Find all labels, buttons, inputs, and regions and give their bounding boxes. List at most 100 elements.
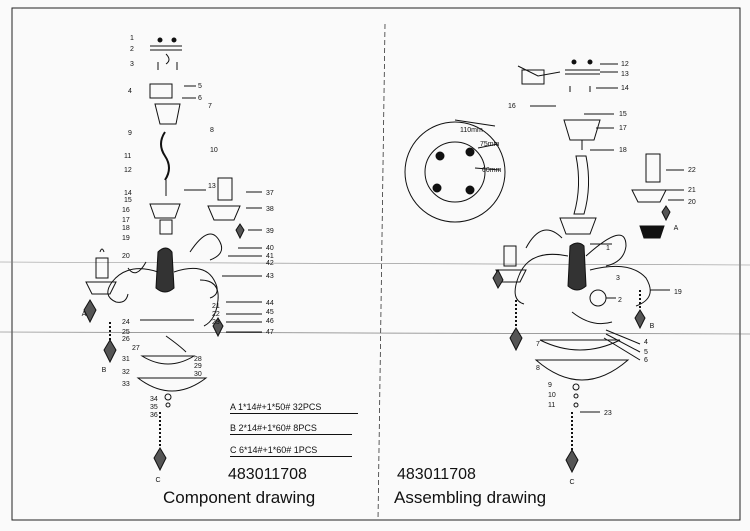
horizontal-fold-line [0, 261, 750, 266]
callout-3: 3 [616, 275, 620, 282]
callout-46: 46 [266, 318, 274, 325]
callout-29: 29 [194, 363, 202, 370]
spec-line-c: C 6*14#+1*60# 1PCS [230, 445, 352, 457]
callout-18: 18 [122, 225, 130, 232]
callout-2: 2 [618, 297, 622, 304]
callout-16: 16 [122, 207, 130, 214]
mounting-plate-outer [404, 121, 506, 223]
callout-2: 2 [130, 46, 134, 53]
callout-9: 9 [128, 130, 132, 137]
callout-32: 32 [122, 369, 130, 376]
dimension-60mm: 60mm [482, 167, 502, 174]
spec-line-a: A 1*14#+1*50# 32PCS [230, 402, 358, 414]
callout-6: 6 [644, 357, 648, 364]
right-title: Assembling drawing [394, 488, 547, 507]
callout-45: 45 [266, 309, 274, 316]
drop-label-b: B [102, 367, 107, 374]
callout-23: 23 [604, 410, 612, 417]
left-model-number: 483011708 [228, 466, 307, 483]
drop-label-c: C [569, 479, 574, 486]
callout-23: 23 [212, 319, 220, 326]
callout-15: 15 [124, 197, 132, 204]
callout-27: 27 [132, 345, 140, 352]
callout-21: 21 [688, 187, 696, 194]
callout-7: 7 [536, 341, 540, 348]
callout-22: 22 [212, 311, 220, 318]
callout-3: 3 [130, 61, 134, 68]
right-model-number: 483011708 [397, 466, 476, 483]
callout-21: 21 [212, 303, 220, 310]
callout-8: 8 [210, 127, 214, 134]
callout-17: 17 [122, 217, 130, 224]
dimension-labels: 110mm 75mm 60mm [460, 127, 502, 174]
callout-15: 15 [619, 111, 627, 118]
callout-37: 37 [266, 190, 274, 197]
callout-9: 9 [548, 382, 552, 389]
callout-11: 11 [124, 153, 131, 160]
frame-border [11, 7, 741, 521]
callout-7: 7 [208, 103, 212, 110]
callout-20: 20 [688, 199, 696, 206]
callout-16: 16 [508, 103, 516, 110]
callout-19: 19 [122, 235, 130, 242]
callout-47: 47 [266, 329, 274, 336]
callout-1: 1 [606, 245, 610, 252]
callout-20: 20 [122, 253, 130, 260]
drop-label-a: A [82, 311, 87, 318]
callout-44: 44 [266, 300, 274, 307]
callout-38: 38 [266, 206, 274, 213]
callout-4: 4 [128, 88, 132, 95]
callout-1: 1 [130, 35, 134, 42]
callout-5: 5 [198, 83, 202, 90]
callout-19: 19 [674, 289, 682, 296]
callout-30: 30 [194, 371, 202, 378]
drop-label-c: C [155, 477, 160, 484]
callout-10: 10 [210, 147, 218, 154]
mounting-plate-inner [424, 141, 486, 203]
callout-14: 14 [621, 85, 629, 92]
callout-18: 18 [619, 147, 627, 154]
center-fold-line [377, 23, 386, 521]
left-callouts: 1234567891011121314151617181920212223242… [122, 35, 274, 419]
callout-24: 24 [122, 319, 130, 326]
drop-label-b: B [650, 323, 655, 330]
callout-17: 17 [619, 125, 627, 132]
callout-35: 35 [150, 404, 158, 411]
horizontal-fold-line-2 [0, 331, 750, 335]
callout-13: 13 [208, 183, 216, 190]
spec-line-b: B 2*14#+1*60# 8PCS [230, 423, 352, 435]
right-assembly [404, 59, 684, 474]
callout-28: 28 [194, 356, 202, 363]
callout-39: 39 [266, 228, 274, 235]
callout-31: 31 [122, 356, 130, 363]
callout-12: 12 [124, 167, 132, 174]
callout-14: 14 [124, 190, 132, 197]
callout-42: 42 [266, 260, 274, 267]
callout-25: 25 [122, 329, 130, 336]
left-assembly [83, 37, 262, 472]
dimension-75mm: 75mm [480, 141, 500, 148]
callout-5: 5 [644, 349, 648, 356]
drop-labels: A B C A B C [82, 225, 679, 486]
callout-43: 43 [266, 273, 274, 280]
callout-4: 4 [644, 339, 648, 346]
callout-36: 36 [150, 412, 158, 419]
dimension-110mm: 110mm [460, 127, 483, 134]
callout-13: 13 [621, 71, 629, 78]
callout-8: 8 [536, 365, 540, 372]
drop-label-a: A [674, 225, 679, 232]
callout-10: 10 [548, 392, 556, 399]
callout-40: 40 [266, 245, 274, 252]
callout-6: 6 [198, 95, 202, 102]
callout-12: 12 [621, 61, 629, 68]
left-title: Component drawing [163, 488, 316, 507]
callout-33: 33 [122, 381, 130, 388]
callout-11: 11 [548, 402, 555, 409]
callout-34: 34 [150, 396, 158, 403]
callout-26: 26 [122, 336, 130, 343]
callout-22: 22 [688, 167, 696, 174]
callout-41: 41 [266, 253, 274, 260]
